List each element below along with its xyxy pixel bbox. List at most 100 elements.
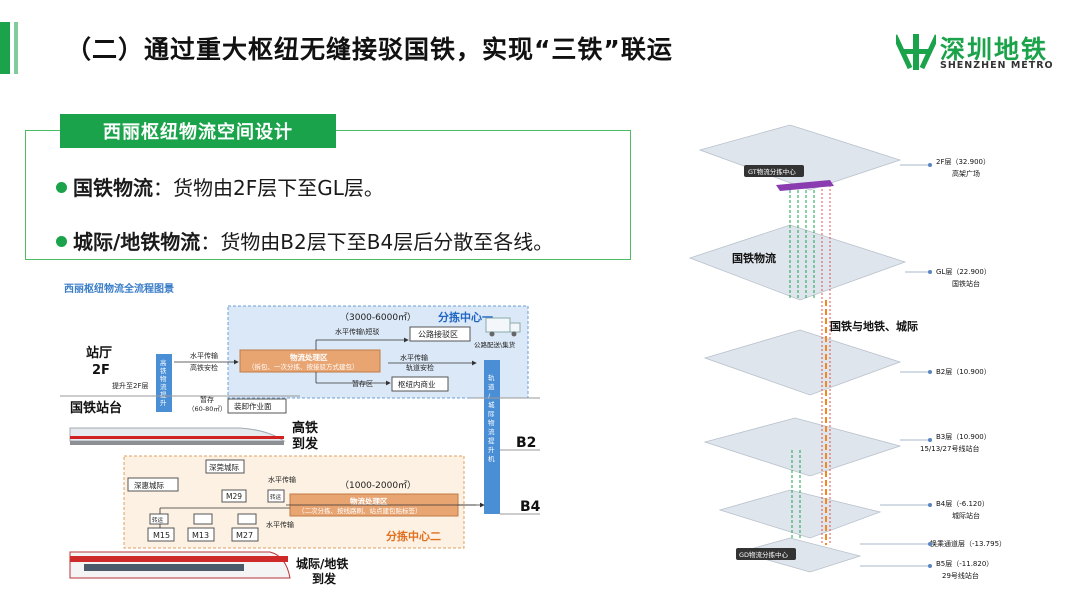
accent-bar	[0, 22, 10, 74]
b2-label: B2	[516, 435, 536, 451]
sz-guan-box	[205, 459, 245, 474]
process-sub-two: （二次分拣、按线路刷、站点建包贴标签）	[298, 506, 422, 515]
bullet-dot-icon	[56, 236, 67, 247]
hsr-train-icon	[69, 427, 286, 445]
process-sub-one: （拆包、一次分拣、按接驳方式建包）	[248, 362, 359, 371]
up-to-2f-label: 提升至2F层	[112, 381, 148, 390]
level-b4-name: B4层（-6.120）	[936, 500, 989, 508]
national-to-metro-label: 国铁与地铁、城际	[830, 319, 918, 333]
arrive-depart2-label: 到发	[312, 571, 337, 586]
gt-center-tag	[744, 165, 804, 177]
metro-train-icon	[69, 551, 291, 579]
national-logistics-label: 国铁物流	[732, 251, 776, 265]
process-title-one: 物流处理区	[290, 352, 328, 362]
process-area-one	[239, 349, 381, 373]
loading-area-label: 装卸作业面	[234, 401, 272, 411]
logistics-flow-diagram: （3000-6000㎡） 分拣中心一 水平传输\短驳 公路接驳区 公路配送\集货…	[60, 305, 541, 586]
gd-center-tag	[736, 548, 796, 560]
bullet-sep: ：	[200, 230, 221, 254]
m27-label: M27	[236, 531, 253, 540]
level-transfer-name: 换乘通道层（-13.795）	[930, 539, 1006, 548]
center-one-area: （3000-6000㎡）	[340, 312, 416, 323]
road-area-label: 公路接驳区	[418, 329, 458, 339]
hsr-lift	[156, 354, 172, 412]
level-b4-desc: 城际站台	[952, 511, 980, 520]
floor-2f-label: 2F	[92, 363, 110, 378]
m29-label: M29	[226, 492, 242, 501]
bullet-item-national: 国铁物流：货物由2F层下至GL层。	[56, 172, 384, 201]
temp-area-label: （60-80㎡）	[188, 404, 226, 413]
bullet-dot-icon	[56, 182, 67, 193]
commerce-label: 枢纽内商业	[398, 379, 436, 389]
level-b5-desc: 29号线站台	[942, 571, 979, 580]
logo-text-cn: 深圳地铁	[940, 35, 1049, 64]
truck-icon	[485, 317, 521, 337]
c2-h-transfer: 水平传输	[268, 475, 296, 484]
gt-center-label: GT物流分拣中心	[748, 167, 796, 176]
bullet-text: 货物由2F层下至GL层。	[173, 176, 384, 200]
level-2f-name: 2F层（32.900）	[936, 158, 990, 166]
rail-lift-label: 轨道/城际物流提升机	[488, 373, 495, 463]
center-two-area: （1000-2000㎡）	[340, 480, 416, 491]
center-one-name: 分拣中心一	[438, 310, 493, 324]
panel-tab: 西丽枢纽物流空间设计	[60, 114, 336, 148]
logo-text-en: SHENZHEN METRO	[940, 60, 1054, 71]
b4-label: B4	[520, 499, 541, 515]
national-platform-label: 国铁站台	[70, 400, 122, 416]
sz-hui-label: 深惠城际	[134, 480, 164, 490]
commerce-box	[391, 376, 449, 392]
sz-guan-label: 深莞城际	[209, 462, 239, 472]
m15-label: M15	[153, 531, 170, 540]
level-2f-desc: 高架广场	[952, 169, 980, 178]
road-area-box	[409, 326, 471, 342]
hsr-lift-label: 高铁物流提升	[160, 358, 167, 407]
level-b5-name: B5层（-11.820）	[936, 560, 993, 568]
gd-center-label: GD物流分拣中心	[739, 550, 789, 559]
level-b3-name: B3层（10.900）	[936, 433, 991, 441]
hsr-h-transfer-label: 水平传输	[190, 351, 218, 360]
short-transfer-label: 水平传输\短驳	[335, 327, 379, 336]
bullet-head: 城际/地铁物流	[73, 230, 201, 254]
m29-box	[221, 489, 247, 503]
level-gl-name: GL层（22.900）	[936, 268, 991, 276]
sz-hui-box	[127, 477, 179, 492]
rail-security-label: 轨道安检	[406, 363, 434, 372]
temp-store-label: 暂存	[200, 395, 214, 404]
temp-zone-label: 暂存区	[352, 379, 373, 388]
level-b3-desc: 15/13/27号线站台	[920, 444, 979, 453]
loading-area-box	[227, 398, 287, 414]
m13-label: M13	[192, 531, 209, 540]
bullet-head: 国铁物流	[73, 176, 153, 200]
hsr-label: 高铁	[292, 420, 318, 436]
level-b3-slab	[703, 417, 902, 477]
m13-box	[187, 527, 215, 542]
gt-center-bar	[776, 180, 834, 191]
bullet-text: 货物由B2层下至B4层后分散至各线。	[220, 230, 554, 254]
level-b2-name: B2层（10.900）	[936, 368, 991, 376]
level-b2-slab	[703, 329, 902, 396]
level-2f-slab	[698, 124, 902, 191]
turn-box	[267, 489, 285, 503]
level-gl-desc: 国铁站台	[952, 279, 980, 288]
bullet-sep: ：	[153, 176, 173, 200]
arrive-depart-label: 到发	[292, 436, 319, 452]
flow-caption: 西丽枢纽物流全流程图景	[64, 284, 174, 295]
process-title-two: 物流处理区	[350, 496, 388, 506]
turn-label: 转运	[270, 493, 282, 501]
m27-box	[231, 527, 259, 542]
center-one-h-transfer: 水平传输	[400, 353, 428, 362]
c2-h-transfer2: 水平传输	[266, 520, 294, 529]
station-hall-label: 站厅	[86, 345, 112, 361]
accent-bar-thin	[14, 22, 18, 74]
road-collect-label: 公路配送\集货	[474, 340, 516, 349]
hsr-security-label: 高铁安检	[190, 363, 218, 372]
m15-box	[147, 527, 175, 542]
page-title: （二）通过重大枢纽无缝接驳国铁，实现“三铁”联运	[66, 35, 673, 64]
center-two-name: 分拣中心二	[386, 529, 441, 543]
level-b5-slab	[738, 537, 862, 573]
turn2-label: 转运	[152, 516, 164, 524]
intercity-metro-label: 城际/地铁	[296, 556, 348, 571]
bullet-item-intercity: 城际/地铁物流：货物由B2层下至B4层后分散至各线。	[56, 226, 553, 255]
level-b4-slab	[718, 489, 882, 539]
